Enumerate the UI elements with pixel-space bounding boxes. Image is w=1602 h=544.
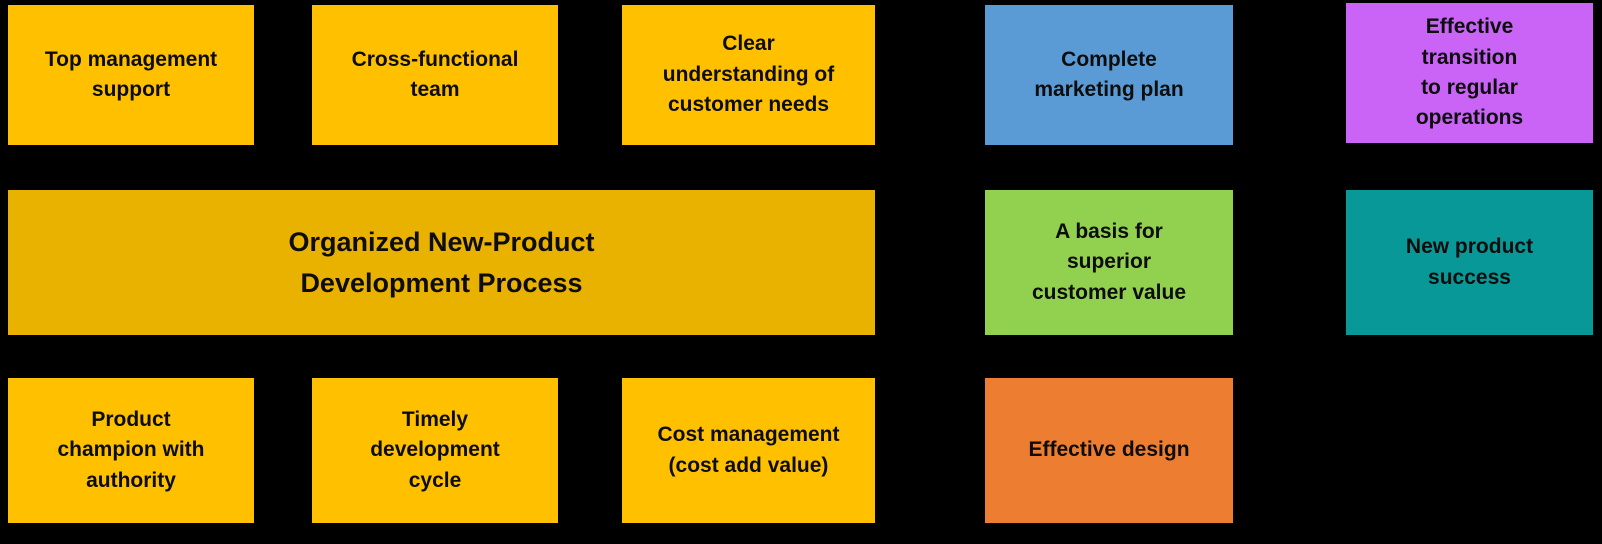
box-clear-understanding: Clear understanding of customer needs	[622, 5, 875, 145]
box-organized-new-product-development-process: Organized New-Product Development Proces…	[8, 190, 875, 335]
box-complete-marketing-plan-label: Complete marketing plan	[1034, 47, 1184, 101]
box-effective-design: Effective design	[985, 378, 1233, 523]
box-complete-marketing-plan: Complete marketing plan	[985, 5, 1233, 145]
box-cross-functional-team: Cross-functional team	[312, 5, 558, 145]
box-effective-transition-label: Effective transition to regular operatio…	[1415, 15, 1524, 130]
box-clear-understanding-label: Clear understanding of customer needs	[662, 32, 835, 117]
box-basis-superior-customer-value: A basis for superior customer value	[985, 190, 1233, 335]
box-product-champion: Product champion with authority	[8, 378, 254, 523]
box-effective-design-label: Effective design	[1028, 438, 1190, 462]
box-organized-process-label: Organized New-Product Development Proces…	[288, 227, 595, 298]
box-new-product-success-label: New product success	[1405, 235, 1534, 289]
box-effective-transition: Effective transition to regular operatio…	[1346, 3, 1593, 143]
box-cost-management: Cost management (cost add value)	[622, 378, 875, 523]
box-top-management-support: Top management support	[8, 5, 254, 145]
box-cost-management-label: Cost management (cost add value)	[657, 423, 840, 477]
box-new-product-success: New product success	[1346, 190, 1593, 335]
box-product-champion-label: Product champion with authority	[57, 407, 205, 492]
box-timely-development-cycle-label: Timely development cycle	[370, 407, 500, 492]
box-top-management-support-label: Top management support	[44, 47, 218, 101]
box-basis-superior-customer-value-label: A basis for superior customer value	[1031, 219, 1187, 304]
box-timely-development-cycle: Timely development cycle	[312, 378, 558, 523]
box-cross-functional-team-label: Cross-functional team	[351, 47, 519, 101]
